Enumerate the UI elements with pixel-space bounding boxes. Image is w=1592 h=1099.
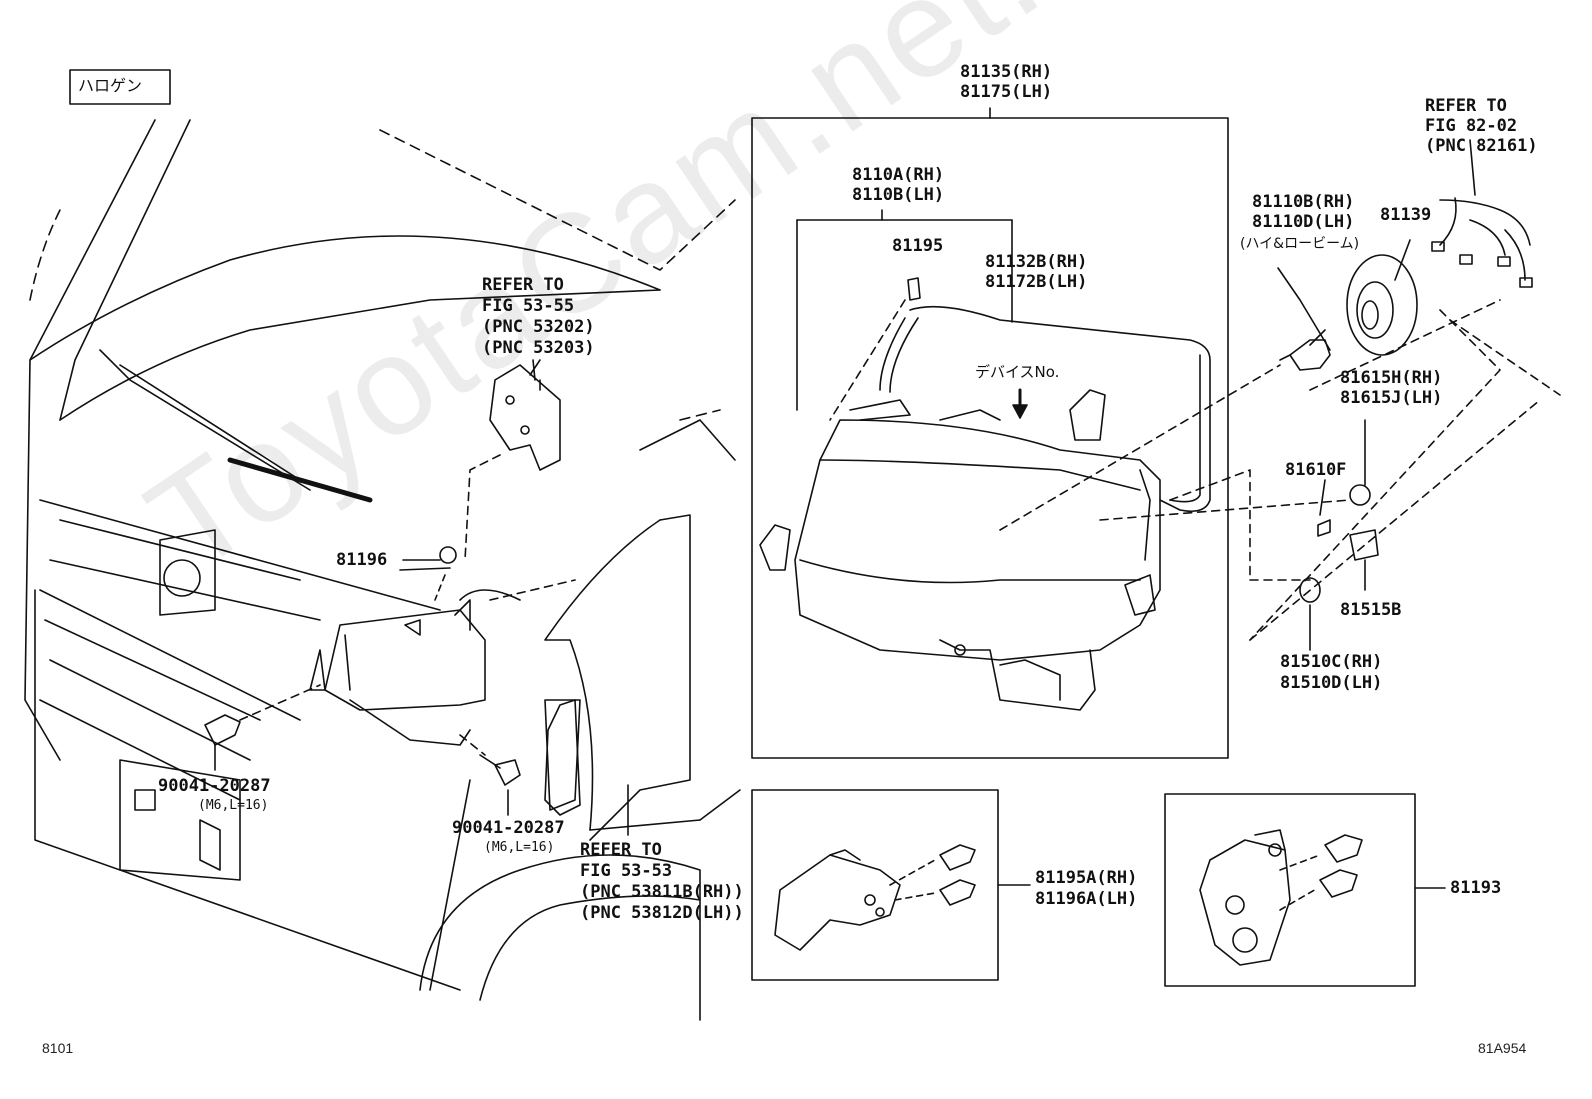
label-81195: 81195: [892, 236, 944, 256]
bracket-53-55: [489, 364, 561, 471]
label-8110b: 8110B(LH): [852, 185, 945, 205]
label-81515b: 81515B: [1340, 600, 1402, 620]
label-ref53-53-4: (PNC 53812D(LH)): [580, 903, 744, 923]
small-headlamp: [309, 599, 486, 746]
label-ref53-55-1: REFER TO: [482, 275, 564, 295]
bracket-box-81195a: [751, 789, 999, 981]
vehicle-outline: [24, 119, 741, 1021]
label-81510d: 81510D(LH): [1280, 673, 1383, 693]
label-81172b: 81172B(LH): [985, 272, 1088, 292]
label-ref53-55-3: (PNC 53202): [482, 317, 595, 337]
halogen-tag: ハロゲン: [78, 76, 143, 95]
label-ref82-1: REFER TO: [1425, 96, 1507, 116]
bolt-left: [204, 714, 241, 771]
harness-82161: [1431, 139, 1533, 288]
bracket-81193: [1199, 829, 1291, 966]
bolt-right: [479, 754, 521, 786]
bolts-81195a: [939, 844, 976, 906]
label-ref53-55-4: (PNC 53203): [482, 338, 595, 358]
label-ref82-2: FIG 82-02: [1425, 116, 1518, 136]
label-81110d: 81110D(LH): [1252, 212, 1355, 232]
label-81610f: 81610F: [1285, 460, 1347, 480]
gasket-outline: [909, 305, 1211, 513]
label-81196: 81196: [336, 550, 388, 570]
screw-81195: [907, 277, 921, 301]
label-81615j: 81615J(LH): [1340, 388, 1443, 408]
label-81510c: 81510C(RH): [1280, 652, 1383, 672]
label-bolt1-spec: (M6,L=16): [198, 798, 269, 813]
label-ref53-53-3: (PNC 53811B(RH)): [580, 882, 744, 902]
socket-81515b: [1349, 529, 1379, 591]
label-bolt2-number: 90041-20287: [452, 818, 565, 838]
label-81193: 81193: [1450, 878, 1502, 898]
label-81615h: 81615H(RH): [1340, 368, 1443, 388]
label-ref82-3: (PNC 82161): [1425, 136, 1538, 156]
label-ref53-53-1: REFER TO: [580, 840, 662, 860]
label-bolt1-number: 90041-20287: [158, 776, 271, 796]
fender-part-53-53: [544, 699, 581, 816]
halogen-tag-box: [69, 69, 171, 105]
clip-81196: [439, 546, 457, 564]
label-81110b: 81110B(RH): [1252, 192, 1355, 212]
label-81175: 81175(LH): [960, 82, 1053, 102]
main-headlamp: [759, 389, 1161, 711]
label-device-no: デバイスNo.: [975, 363, 1060, 381]
label-bolt2-spec: (M6,L=16): [484, 840, 555, 855]
label-81196a: 81196A(LH): [1035, 889, 1138, 909]
bulb-81110b: [1279, 329, 1331, 371]
label-8110a: 8110A(RH): [852, 165, 945, 185]
footer-right-code: 81A954: [1478, 1040, 1527, 1056]
footer-left-code: 8101: [42, 1040, 74, 1056]
bulb-81510c: [1299, 577, 1321, 651]
label-81135: 81135(RH): [960, 62, 1053, 82]
socket-81615h: [1349, 419, 1371, 506]
bracket-box-81193: [1164, 793, 1416, 987]
label-ref53-55-2: FIG 53-55: [482, 296, 575, 316]
label-81132b: 81132B(RH): [985, 252, 1088, 272]
label-bulb-note: (ハイ&ロービーム): [1240, 236, 1360, 252]
label-81195a: 81195A(RH): [1035, 868, 1138, 888]
bolts-81193: [1319, 834, 1363, 898]
cover-81139: [1346, 239, 1418, 356]
label-ref53-53-2: FIG 53-53: [580, 861, 673, 881]
bracket-81195a: [774, 849, 901, 951]
label-81139: 81139: [1380, 205, 1432, 225]
clip-81610f: [1317, 519, 1331, 537]
